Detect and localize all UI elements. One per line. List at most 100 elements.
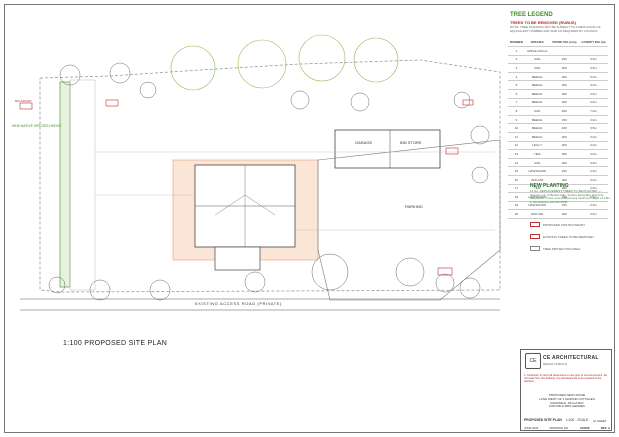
col-species: SPECIES	[524, 37, 550, 47]
tree-canopy-dia: 3.0m	[578, 132, 608, 142]
tree-trunk-dia: 300	[549, 175, 579, 185]
tree-table-header: NUMBER SPECIES TRUNK DIA (mm) CANOPY DIA…	[508, 37, 608, 47]
key-protection-label: TREE PROTECTION AREA	[543, 247, 581, 251]
tree-trunk-dia: 300	[549, 184, 579, 194]
key-boundary-swatch	[530, 222, 540, 227]
tree-trunk-dia: 200	[549, 63, 579, 73]
tree-number: 5	[508, 80, 525, 90]
tree-canopy-dia: 2.5m	[578, 192, 608, 202]
tree-number: 16	[508, 175, 525, 185]
tree-trunk-dia: 400	[549, 106, 579, 116]
tree-trunk-dia: 150	[549, 201, 579, 211]
tree-number: 19	[508, 201, 525, 211]
tree-number: 4	[508, 72, 525, 82]
tree-legend-title: TREE LEGEND	[510, 12, 553, 18]
tree-trunk-dia: 150	[549, 192, 579, 202]
tree-canopy-dia: 2.5m	[578, 166, 608, 176]
drawing-title: PROPOSED SITE PLAN 1:100 - SCALE	[524, 418, 589, 422]
tree-canopy-dia: 2.5m	[578, 98, 608, 108]
col-trunk: TRUNK DIA (mm)	[549, 37, 579, 47]
tree-trunk-dia: 300	[549, 149, 579, 159]
bin-store-label: BIN STORE	[400, 140, 422, 145]
boundary-label: BOUNDARY	[15, 99, 32, 103]
tree-canopy-dia: 4.0m	[578, 141, 608, 151]
tree-canopy-dia: 3.5m	[578, 55, 608, 65]
tree-species: YEW	[524, 149, 550, 159]
tree-trunk-dia: 150	[549, 166, 579, 176]
tree-species: WILLOW	[524, 175, 550, 185]
site-boundary	[39, 59, 501, 293]
drawing-number: 242408	[580, 426, 590, 430]
tree-canopy-dia: 4.5m	[578, 63, 608, 73]
tree-canopy-dia: 4.5m	[578, 89, 608, 99]
tree-number: 9	[508, 115, 525, 125]
tree-species: BEECH	[524, 115, 550, 125]
tree-species: ASH	[524, 55, 550, 65]
tree-canopy-dia: 3.5m	[578, 209, 608, 219]
tree-species: BEECH	[524, 89, 550, 99]
drawing-revision: REV: A	[600, 426, 610, 430]
plan-title: 1:100 PROPOSED SITE PLAN	[63, 340, 168, 347]
tree-canopy-dia: 4.0m	[578, 80, 608, 90]
driveway	[317, 139, 501, 301]
tree-canopy-dia: 3.0m	[578, 115, 608, 125]
tree-legend-note: NOTE: TREE PLANTING MAY BE SUBJECT TO A …	[510, 25, 601, 33]
tree-number: 3	[508, 63, 525, 73]
tree-canopy-dia: 3.5m	[578, 158, 608, 168]
tree-trunk-dia: 200	[549, 98, 579, 108]
firm-logo: CE	[525, 353, 541, 369]
tree-species: BEECH	[524, 98, 550, 108]
tree-trunk-dia: 300	[549, 158, 579, 168]
new-hedge-label: NEW NATIVE SPECIES HEDGE	[12, 124, 62, 128]
parking-label: PARKING	[405, 204, 423, 209]
tree-trunk-dia: 200	[549, 123, 579, 133]
new-hedge-strip	[59, 81, 71, 288]
col-number: NUMBER	[508, 37, 525, 47]
tree-species: BEECH	[524, 132, 550, 142]
tree-number: 13	[508, 149, 525, 159]
tree-number: 2	[508, 55, 525, 65]
tree-trunk-dia: 300	[549, 72, 579, 82]
title-block: CE CE ARCHITECTURAL DESIGN & BUILD 1. Co…	[520, 349, 612, 431]
drawing-info-row: JUNE 2024 DRAWING NO. 242408 REV: A	[524, 426, 610, 430]
tree-number: 11	[508, 132, 525, 142]
tree-canopy-dia: 4.0m	[578, 184, 608, 194]
tree-trunk-dia	[549, 46, 579, 56]
tree-number: 6	[508, 89, 525, 99]
tree-number: 14	[508, 158, 525, 168]
tree-number: 12	[508, 141, 525, 151]
existing-trees	[48, 62, 490, 301]
sheet-border	[4, 4, 615, 433]
firm-subtitle: DESIGN & BUILD	[543, 362, 568, 366]
new-planting-text: 12 No. REPLACEMENT TREES TO BE PLANTED —…	[530, 189, 611, 204]
tree-trunk-dia: 150	[549, 55, 579, 65]
tree-canopy-dia: 4.0m	[578, 175, 608, 185]
tree-species: YEW	[524, 184, 550, 194]
key-removed-swatch	[530, 234, 540, 239]
key-boundary-label: PROPOSED SITE BOUNDARY	[543, 223, 586, 227]
tree-species: ASH	[524, 63, 550, 73]
tree-trunk-dia: 250	[549, 80, 579, 90]
tree-number: 7	[508, 98, 525, 108]
tree-canopy-dia: 7.0m	[578, 106, 608, 116]
tree-number: 15	[508, 166, 525, 176]
firm-name: CE ARCHITECTURAL	[543, 355, 599, 361]
key-protection-swatch	[530, 246, 540, 251]
tree-species: HOLLY	[524, 141, 550, 151]
drawing-date: JUNE 2024	[524, 426, 539, 430]
